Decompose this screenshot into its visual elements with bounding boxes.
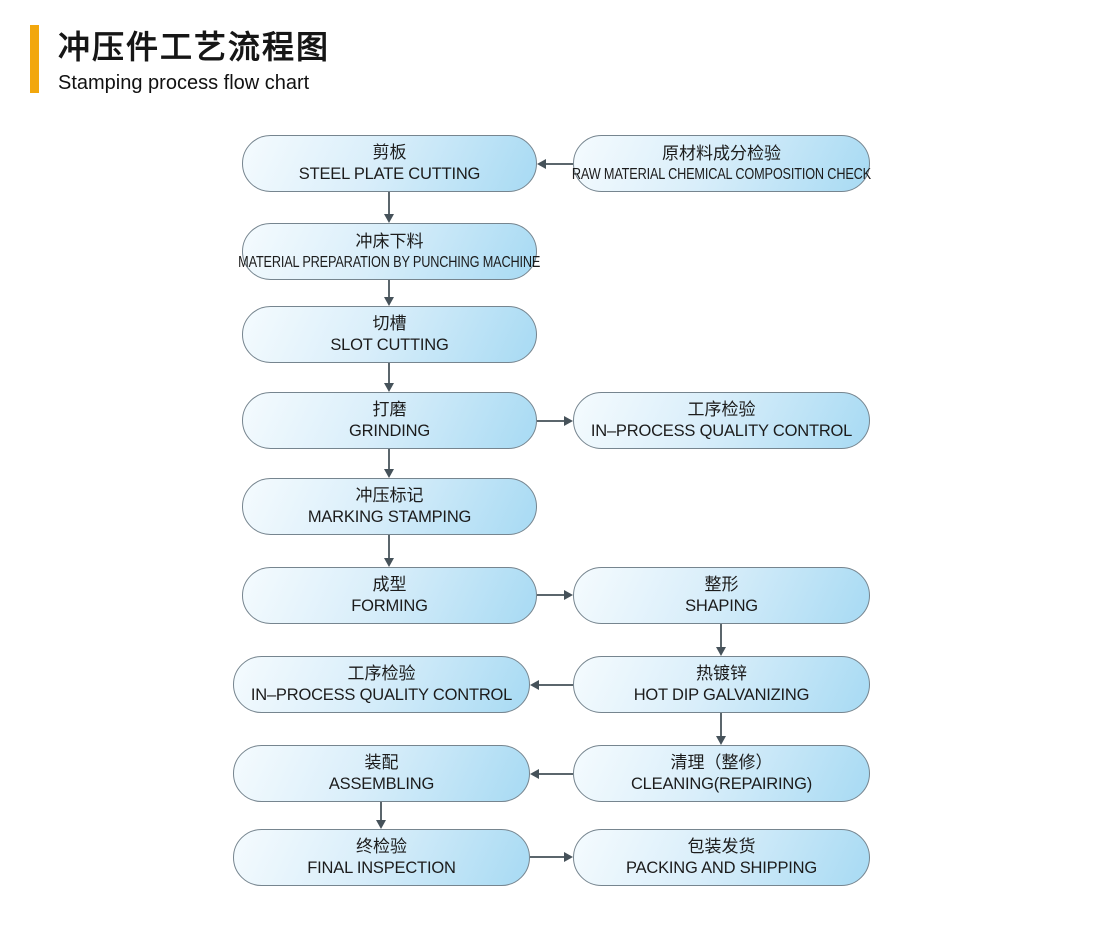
node-in-process-quality-control-2: 工序检验 IN–PROCESS QUALITY CONTROL — [233, 656, 530, 713]
title-accent-bar — [30, 25, 39, 93]
node-cleaning-repairing: 清理（整修） CLEANING(REPAIRING) — [573, 745, 870, 802]
arrow-down-icon — [716, 713, 726, 745]
node-label-en: FORMING — [351, 597, 428, 616]
arrow-down-icon — [384, 192, 394, 223]
node-label-cn: 冲压标记 — [355, 486, 424, 506]
node-label-en: IN–PROCESS QUALITY CONTROL — [590, 422, 853, 441]
arrow-left-icon — [530, 680, 573, 690]
arrow-right-icon — [537, 590, 573, 600]
node-grinding: 打磨 GRINDING — [242, 392, 537, 449]
node-slot-cutting: 切槽 SLOT CUTTING — [242, 306, 537, 363]
arrow-down-icon — [384, 363, 394, 392]
node-label-cn: 包装发货 — [687, 837, 756, 857]
arrow-left-icon — [537, 159, 573, 169]
node-label-en: SLOT CUTTING — [330, 336, 449, 355]
node-forming: 成型 FORMING — [242, 567, 537, 624]
node-label-cn: 终检验 — [356, 837, 407, 857]
arrow-down-icon — [384, 449, 394, 478]
arrow-right-icon — [530, 852, 573, 862]
node-label-en: CLEANING(REPAIRING) — [630, 775, 813, 794]
page-title: 冲压件工艺流程图 — [58, 29, 331, 65]
node-label-cn: 切槽 — [372, 314, 407, 334]
node-label-en: ASSEMBLING — [328, 775, 435, 794]
page-subtitle: Stamping process flow chart — [58, 72, 310, 94]
node-label-en: PACKING AND SHIPPING — [626, 859, 817, 878]
node-assembling: 装配 ASSEMBLING — [233, 745, 530, 802]
node-label-cn: 清理（整修） — [670, 753, 773, 773]
node-label-cn: 热镀锌 — [696, 664, 747, 684]
node-label-en: STEEL PLATE CUTTING — [298, 165, 481, 184]
arrow-down-icon — [384, 280, 394, 306]
node-label-en: GRINDING — [349, 422, 430, 441]
node-steel-plate-cutting: 剪板 STEEL PLATE CUTTING — [242, 135, 537, 192]
node-label-cn: 工序检验 — [347, 664, 416, 684]
node-hot-dip-galvanizing: 热镀锌 HOT DIP GALVANIZING — [573, 656, 870, 713]
node-label-cn: 整形 — [704, 575, 739, 595]
node-marking-stamping: 冲压标记 MARKING STAMPING — [242, 478, 537, 535]
node-label-cn: 冲床下料 — [355, 231, 424, 251]
node-punching-preparation: 冲床下料 MATERIAL PREPARATION BY PUNCHING MA… — [238, 223, 541, 280]
node-label-cn: 原材料成分检验 — [662, 143, 781, 163]
node-label-en: SHAPING — [685, 597, 758, 616]
arrow-right-icon — [537, 416, 573, 426]
node-shaping: 整形 SHAPING — [573, 567, 870, 624]
node-label-cn: 打磨 — [372, 400, 407, 420]
node-label-en: RAW MATERIAL CHEMICAL COMPOSITION CHECK — [571, 165, 872, 183]
node-label-en: FINAL INSPECTION — [307, 859, 456, 878]
arrow-down-icon — [384, 535, 394, 567]
node-label-cn: 装配 — [364, 753, 399, 773]
node-label-en: HOT DIP GALVANIZING — [633, 686, 810, 705]
node-raw-material-check: 原材料成分检验 RAW MATERIAL CHEMICAL COMPOSITIO… — [571, 135, 872, 192]
node-packing-shipping: 包装发货 PACKING AND SHIPPING — [573, 829, 870, 886]
node-in-process-quality-control-1: 工序检验 IN–PROCESS QUALITY CONTROL — [573, 392, 870, 449]
node-label-en: MARKING STAMPING — [307, 508, 472, 527]
node-final-inspection: 终检验 FINAL INSPECTION — [233, 829, 530, 886]
arrow-down-icon — [716, 624, 726, 656]
node-label-en: MATERIAL PREPARATION BY PUNCHING MACHINE — [238, 253, 541, 271]
node-label-cn: 剪板 — [372, 143, 407, 163]
node-label-cn: 成型 — [372, 575, 407, 595]
arrow-down-icon — [376, 802, 386, 829]
node-label-en: IN–PROCESS QUALITY CONTROL — [250, 686, 513, 705]
node-label-cn: 工序检验 — [687, 400, 756, 420]
arrow-left-icon — [530, 769, 573, 779]
